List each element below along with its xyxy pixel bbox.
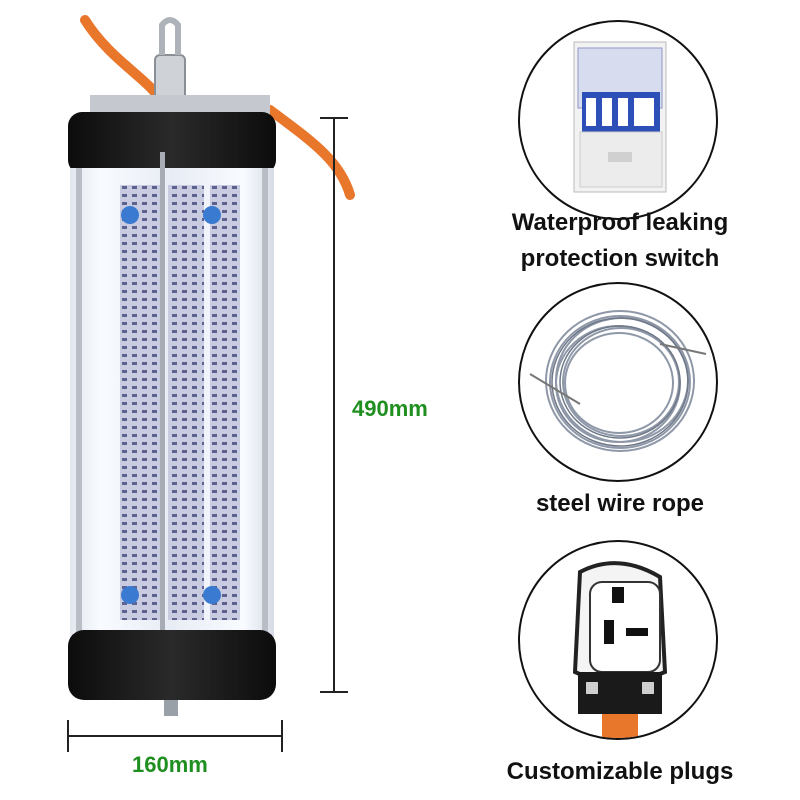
caption-wire: steel wire rope — [535, 490, 705, 517]
wire-coil-image — [529, 310, 707, 452]
plug-image — [572, 561, 668, 738]
height-dimension-line — [320, 117, 348, 693]
caption-switch-line1: Waterproof leaking — [511, 209, 729, 236]
width-dimension-line — [67, 720, 283, 752]
feature-circle-wire — [518, 282, 718, 482]
feature-circle-plug — [518, 540, 718, 740]
caption-switch-line2: protection switch — [520, 245, 720, 272]
caption-plug: Customizable plugs — [506, 758, 734, 785]
feature-circle-switch — [518, 20, 718, 220]
width-label: 160mm — [132, 752, 208, 777]
height-label: 490mm — [352, 396, 428, 421]
underwater-lamp-image — [68, 15, 355, 716]
breaker-switch-image — [573, 41, 667, 193]
